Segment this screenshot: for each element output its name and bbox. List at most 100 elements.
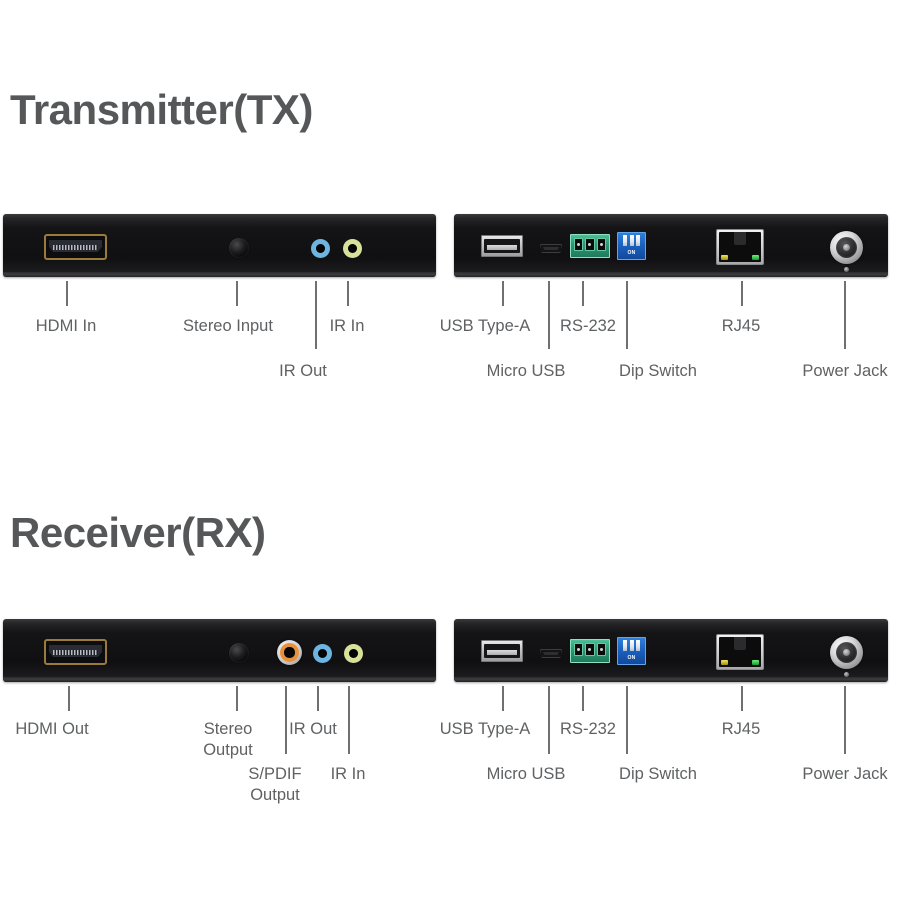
rs-232-terminal[interactable] xyxy=(570,639,610,663)
rs-232-pin xyxy=(574,643,584,657)
dip-switch-levers[interactable] xyxy=(618,638,645,652)
tx-front-panel xyxy=(3,214,436,277)
leader-usb-type-a xyxy=(502,686,504,711)
leader-rs-232 xyxy=(582,281,584,306)
power-jack-ring xyxy=(835,641,858,664)
rj45-led-yellow xyxy=(721,255,728,260)
leader-power-jack xyxy=(844,281,846,349)
dip-switch-lever-1[interactable] xyxy=(622,234,627,246)
micro-usb-port[interactable] xyxy=(540,244,562,253)
leader-ir-out xyxy=(315,281,317,349)
power-jack-ring xyxy=(835,236,858,259)
leader-rj45 xyxy=(741,686,743,711)
label-dip-switch: Dip Switch xyxy=(619,362,697,380)
label-usb-type-a: USB Type-A xyxy=(439,720,531,738)
label-ir-in: IR In xyxy=(330,765,366,783)
power-jack[interactable] xyxy=(830,231,863,264)
rs-232-pin xyxy=(585,643,595,657)
leader-dip-switch xyxy=(626,281,628,349)
label-hdmi-in: HDMI In xyxy=(35,317,97,335)
rs-232-pin xyxy=(596,643,606,657)
dip-switch-lever-1[interactable] xyxy=(622,639,627,651)
transmitter-heading: Transmitter(TX) xyxy=(10,86,313,133)
leader-ir-in xyxy=(347,281,349,306)
usb-type-a-port[interactable] xyxy=(481,235,523,257)
label-stereo-output-line1: Stereo xyxy=(203,720,253,738)
rj45-cavity xyxy=(719,232,761,262)
power-jack-screw xyxy=(844,672,849,677)
ir-in-jack[interactable] xyxy=(343,239,362,258)
leader-usb-type-a xyxy=(502,281,504,306)
rs-232-pin xyxy=(596,238,606,252)
ir-in-jack[interactable] xyxy=(344,644,363,663)
label-rj45: RJ45 xyxy=(721,720,761,738)
usb-type-a-tongue xyxy=(487,650,517,656)
leader-ir-out xyxy=(317,686,319,711)
leader-hdmi-out xyxy=(68,686,70,711)
stereo-input-jack[interactable] xyxy=(229,238,249,258)
leader-stereo-output xyxy=(236,686,238,711)
micro-usb-slot xyxy=(543,652,559,655)
hdmi-in-cavity xyxy=(49,240,102,252)
dip-switch[interactable]: ON xyxy=(617,232,646,260)
dip-switch[interactable]: ON xyxy=(617,637,646,665)
power-jack-pin xyxy=(842,648,851,657)
hdmi-in-pins xyxy=(53,245,98,250)
rj45-notch xyxy=(734,637,746,650)
dip-switch-lever-2[interactable] xyxy=(629,639,634,651)
spdif-output-jack[interactable] xyxy=(277,640,302,665)
hdmi-out-pins xyxy=(53,650,98,655)
rj45-led-yellow xyxy=(721,660,728,665)
label-rj45: RJ45 xyxy=(721,317,761,335)
label-rs-232: RS-232 xyxy=(560,317,616,335)
usb-type-a-port[interactable] xyxy=(481,640,523,662)
leader-micro-usb xyxy=(548,686,550,754)
stereo-output-jack[interactable] xyxy=(229,643,249,663)
rj45-port[interactable] xyxy=(716,634,764,670)
label-ir-out: IR Out xyxy=(289,720,337,738)
ir-in-hole xyxy=(347,243,358,254)
spdif-hole xyxy=(284,647,295,658)
label-dip-switch: Dip Switch xyxy=(619,765,697,783)
ir-in-hole xyxy=(348,648,359,659)
power-jack-pin xyxy=(842,243,851,252)
rs-232-pin xyxy=(585,238,595,252)
rj45-port[interactable] xyxy=(716,229,764,265)
usb-type-a-tongue xyxy=(487,245,517,251)
label-stereo-output-line2: Output xyxy=(203,741,253,759)
rs-232-terminal[interactable] xyxy=(570,234,610,258)
ir-out-jack[interactable] xyxy=(311,239,330,258)
tx-rear-panel: ON xyxy=(454,214,888,277)
label-micro-usb: Micro USB xyxy=(486,362,566,380)
rj45-notch xyxy=(734,232,746,245)
leader-ir-in xyxy=(348,686,350,754)
dip-switch-lever-3[interactable] xyxy=(636,639,641,651)
ir-out-jack[interactable] xyxy=(313,644,332,663)
rx-front-panel xyxy=(3,619,436,682)
label-power-jack: Power Jack xyxy=(802,362,888,380)
ir-out-hole xyxy=(317,648,328,659)
label-power-jack: Power Jack xyxy=(802,765,888,783)
label-micro-usb: Micro USB xyxy=(486,765,566,783)
dip-switch-lever-2[interactable] xyxy=(629,234,634,246)
dip-switch-levers[interactable] xyxy=(618,233,645,247)
dip-switch-lever-3[interactable] xyxy=(636,234,641,246)
label-hdmi-out: HDMI Out xyxy=(15,720,89,738)
ir-out-hole xyxy=(315,243,326,254)
micro-usb-port[interactable] xyxy=(540,649,562,658)
power-jack[interactable] xyxy=(830,636,863,669)
rx-rear-panel: ON xyxy=(454,619,888,682)
dip-switch-marking: ON xyxy=(627,249,636,256)
rs-232-pin xyxy=(574,238,584,252)
label-spdif-output-line1: S/PDIF xyxy=(248,765,302,783)
usb-type-a-slot xyxy=(484,644,520,658)
hdmi-out-port[interactable] xyxy=(44,639,107,665)
label-ir-out: IR Out xyxy=(279,362,327,380)
leader-micro-usb xyxy=(548,281,550,349)
dip-switch-marking: ON xyxy=(627,654,636,661)
label-usb-type-a: USB Type-A xyxy=(439,317,531,335)
hdmi-in-port[interactable] xyxy=(44,234,107,260)
spdif-ring xyxy=(280,643,299,662)
label-stereo-input: Stereo Input xyxy=(183,317,273,335)
